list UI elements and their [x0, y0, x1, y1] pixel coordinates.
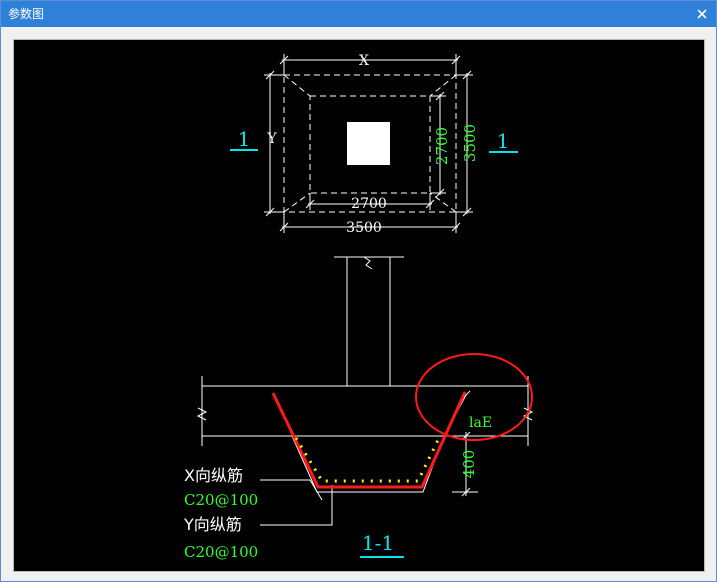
- depth-label: 400: [460, 450, 478, 479]
- y-rebar-label: Y向纵筋: [183, 515, 242, 534]
- plan-y-label: Y: [266, 131, 277, 147]
- plan-dim-inner-h: 2700: [351, 196, 387, 212]
- section-mark-left: 1: [238, 127, 251, 151]
- close-button[interactable]: [694, 6, 710, 22]
- window-title: 参数图: [8, 7, 45, 21]
- y-rebar-spec: C20@100: [184, 543, 258, 561]
- plan-inner-outline: [309, 95, 431, 194]
- anchor-label: laE: [469, 415, 492, 431]
- plan-outer-outline: [283, 74, 457, 213]
- footing-drawing: X Y 2700 3500 2700 3500 1 1: [183, 53, 534, 561]
- section-title: 1-1: [362, 531, 394, 555]
- plan-dim-outer-v: 3500: [461, 124, 479, 162]
- plan-column: [347, 122, 390, 165]
- plan-view: [264, 54, 473, 233]
- title-bar: 参数图: [1, 1, 716, 27]
- drawing-canvas: X Y 2700 3500 2700 3500 1 1: [13, 39, 705, 572]
- close-icon: [697, 9, 707, 19]
- plan-x-label: X: [359, 53, 369, 69]
- plan-dim-inner-v: 2700: [433, 127, 451, 165]
- x-rebar-leader: [260, 479, 323, 501]
- x-rebar-spec: C20@100: [184, 491, 258, 509]
- section-mark-right: 1: [497, 129, 510, 153]
- x-rebar-label: X向纵筋: [184, 466, 243, 485]
- anchor-highlight: [415, 353, 533, 441]
- x-rebar: [271, 391, 467, 489]
- y-rebar: [294, 437, 441, 483]
- plan-dim-outer-h: 3500: [346, 220, 382, 236]
- y-rebar-leader: [260, 485, 333, 526]
- section-view: [196, 256, 534, 526]
